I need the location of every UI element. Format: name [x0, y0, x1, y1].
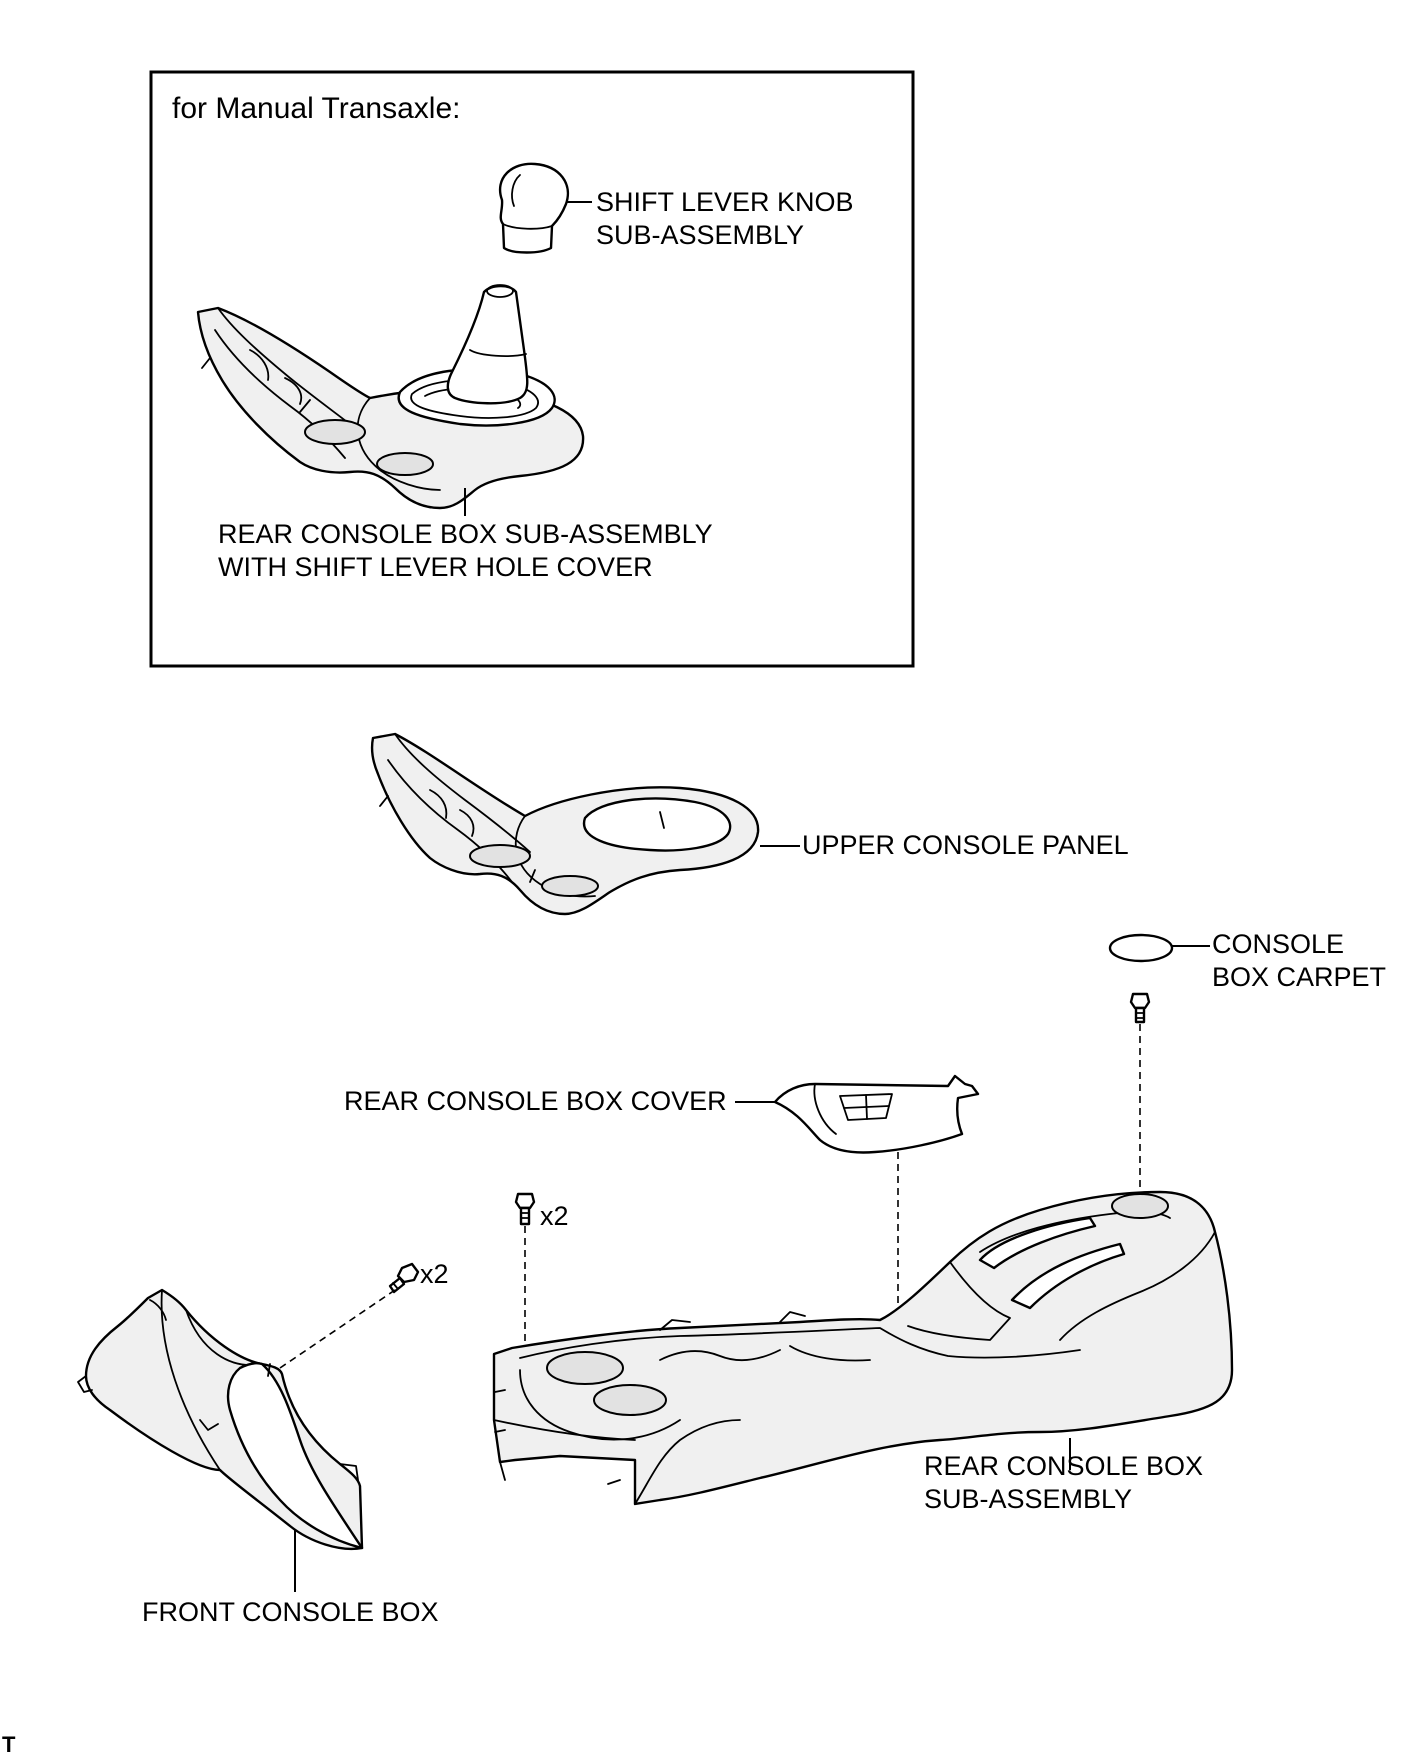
inset-title: for Manual Transaxle:: [172, 92, 461, 125]
upper-console-panel-drawing: [370, 732, 760, 916]
rear-console-box-drawing: [492, 1190, 1234, 1506]
rear-console-box-label-line-1: REAR CONSOLE BOX: [924, 1451, 1204, 1481]
rear-console-box-cover-label: REAR CONSOLE BOX COVER: [344, 1086, 727, 1116]
front-console-box-label: FRONT CONSOLE BOX: [142, 1597, 439, 1627]
console-with-hole-cover-drawing: [196, 284, 585, 510]
middle-bolt-icon: [514, 1192, 536, 1226]
corner-mark: T: [2, 1732, 16, 1757]
middle-bolt-quantity: x2: [540, 1201, 569, 1231]
console-box-carpet-label-line-1: CONSOLE: [1212, 929, 1345, 959]
console-with-cover-label-line-2: WITH SHIFT LEVER HOLE COVER: [218, 552, 653, 582]
front-bolt-icon: [388, 1262, 420, 1294]
console-with-cover-label-line-1: REAR CONSOLE BOX SUB-ASSEMBLY: [218, 519, 713, 549]
rear-console-box-label-line-2: SUB-ASSEMBLY: [924, 1484, 1133, 1514]
console-box-carpet-drawing: [1108, 933, 1174, 963]
shift-knob-label-line-2: SUB-ASSEMBLY: [596, 220, 805, 250]
shift-knob-label-line-1: SHIFT LEVER KNOB: [596, 187, 854, 217]
front-bolt-quantity: x2: [420, 1259, 449, 1289]
front-console-box-drawing: [77, 1288, 364, 1551]
rear-bolt-icon: [1129, 992, 1151, 1024]
front-bolt-dash: [279, 1289, 396, 1369]
shift-lever-knob-drawing: [499, 162, 569, 254]
rear-console-box-cover-drawing: [773, 1074, 980, 1154]
manual-transaxle-inset-frame: [149, 70, 915, 668]
console-box-carpet-label-line-2: BOX CARPET: [1212, 962, 1387, 992]
upper-console-panel-label: UPPER CONSOLE PANEL: [802, 830, 1129, 860]
